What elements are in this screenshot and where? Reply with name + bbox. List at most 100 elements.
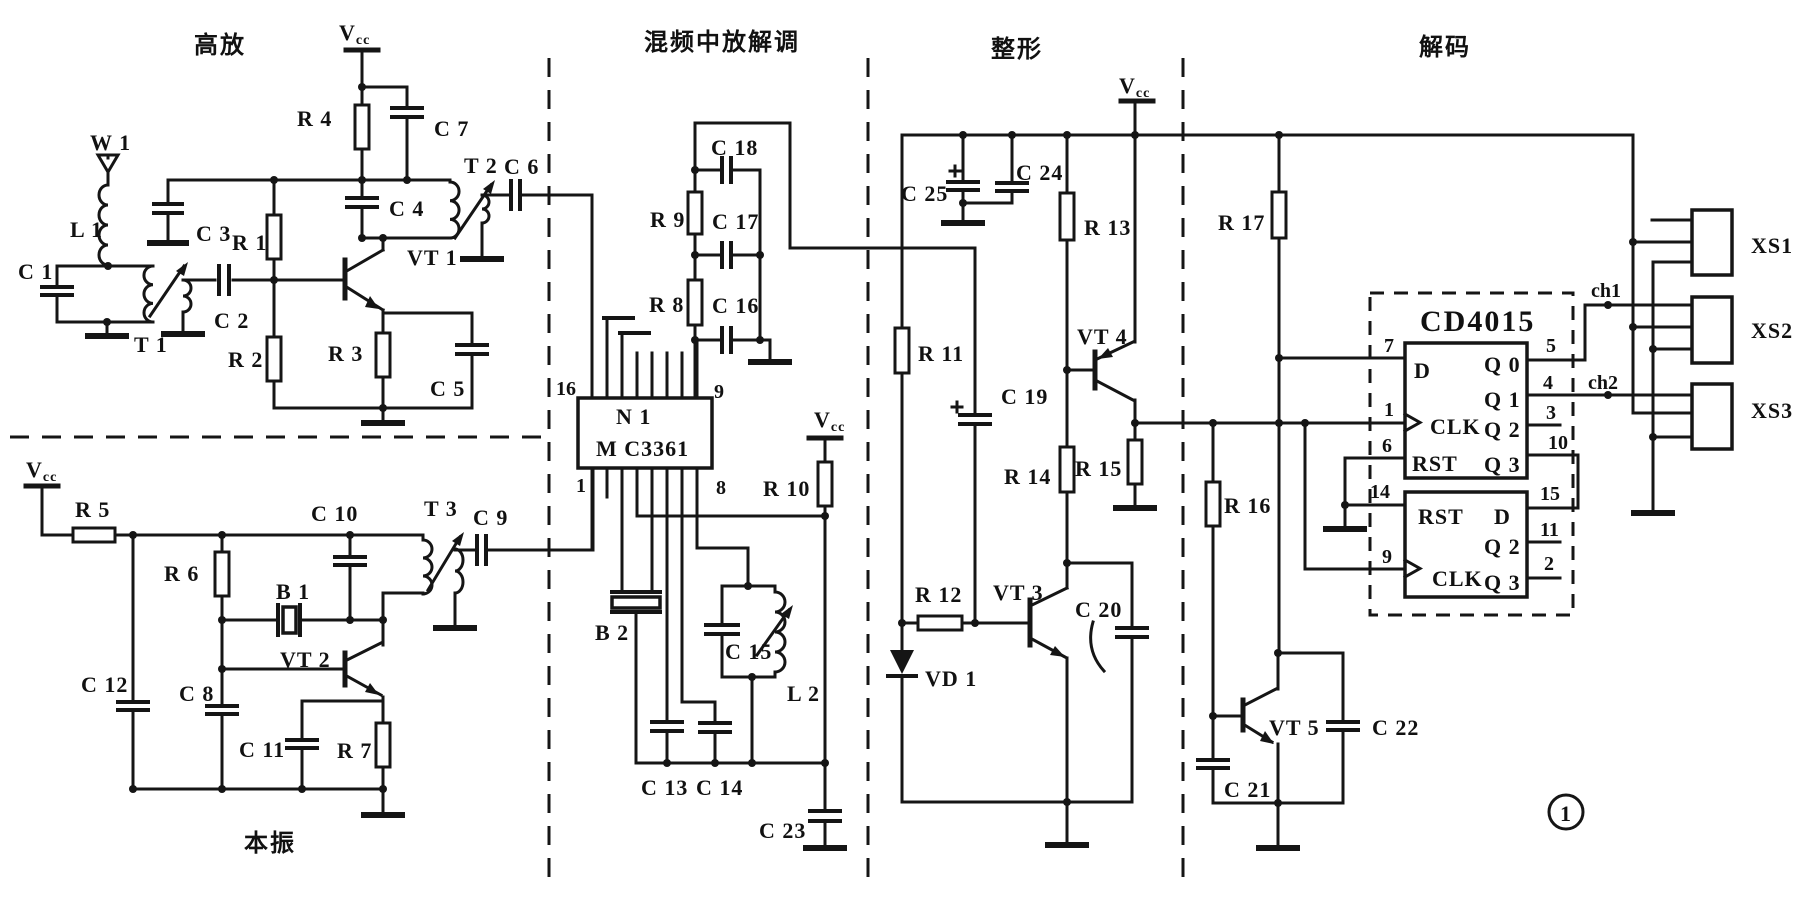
connector-xs3-box (1690, 382, 1734, 451)
t2-arrowhead (483, 180, 495, 194)
resistor-r8-body (686, 278, 704, 327)
label-r7: R 7 (337, 738, 372, 763)
resistor-r15-body (1126, 438, 1144, 486)
section-title-localosc: 本振 (244, 830, 296, 857)
cd4015-pin10: 10 (1548, 432, 1568, 454)
label-c25: C 25 (901, 181, 948, 206)
cd4015-upper-q3: Q 3 (1484, 452, 1521, 477)
capacitor-c18 (720, 156, 733, 184)
vt5-emitter-arrow (1260, 731, 1274, 744)
resistor-r14-body (1058, 445, 1076, 494)
cd4015-pin7: 7 (1384, 335, 1394, 357)
label-vt1: VT 1 (407, 245, 458, 270)
label-c1: C 1 (18, 259, 53, 284)
cd4015-pin15: 15 (1540, 483, 1560, 505)
capacitor-c21 (1196, 758, 1230, 770)
label-c15: C 15 (725, 639, 772, 664)
cd4015-pin14: 14 (1370, 481, 1390, 503)
cd4015-upper-q1: Q 1 (1484, 387, 1521, 412)
resistor-r13-body (1058, 191, 1076, 242)
label-c7: C 7 (434, 116, 469, 141)
cd4015-part: CD4015 (1420, 305, 1535, 338)
cd4015-lower-clk: CLK (1432, 566, 1483, 591)
capacitor-c1 (40, 285, 74, 297)
label-c16: C 16 (712, 293, 759, 318)
label-t3: T 3 (424, 496, 458, 521)
label-r10: R 10 (763, 476, 810, 501)
capacitor-c12 (116, 700, 150, 712)
n1-pin16: 16 (556, 378, 576, 400)
label-b2: B 2 (595, 620, 629, 645)
filter-b2-plates (610, 590, 662, 614)
shaping-section (886, 98, 1635, 848)
label-r15: R 15 (1075, 456, 1122, 481)
vt3-emitter-arrow (1050, 646, 1065, 657)
resistor-r1-body (265, 213, 283, 261)
label-c19: C 19 (1001, 384, 1048, 409)
label-vt5: VT 5 (1269, 715, 1320, 740)
vcc-label-rf: Vcc (339, 20, 370, 48)
capacitor-c24 (995, 181, 1029, 193)
ic-n1-mc3361 (576, 396, 714, 470)
inductor-l2 (773, 590, 787, 674)
label-r8: R 8 (649, 292, 684, 317)
label-ch1: ch1 (1591, 280, 1621, 302)
cd4015-upper-rst: RST (1412, 451, 1458, 476)
label-r12: R 12 (915, 582, 962, 607)
capacitor-c5 (455, 343, 489, 356)
label-c21: C 21 (1224, 777, 1271, 802)
label-vt3: VT 3 (993, 580, 1044, 605)
cd4015-upper-d: D (1414, 358, 1431, 383)
label-c17: C 17 (712, 209, 759, 234)
transformer-t2-secondary (480, 193, 491, 225)
c19-plus-sign (950, 400, 964, 414)
capacitor-c15 (704, 623, 740, 636)
figure-number: 1 (1560, 801, 1572, 826)
label-c24: C 24 (1016, 160, 1063, 185)
label-l1: L 1 (70, 217, 103, 242)
capacitor-c3 (152, 202, 184, 215)
cd4015-upper-q2: Q 2 (1484, 417, 1521, 442)
label-w1: W 1 (90, 130, 131, 155)
cd4015-pin4: 4 (1543, 372, 1553, 394)
resistor-r10-body (816, 460, 834, 508)
n1-pin9: 9 (714, 381, 724, 403)
clock-symbol-lower (1402, 557, 1424, 580)
cd4015-lower-q3: Q 3 (1484, 570, 1521, 595)
label-vt2: VT 2 (280, 647, 331, 672)
capacitor-c10 (333, 555, 367, 567)
label-c14: C 14 (696, 775, 743, 800)
resistor-r11-body (893, 326, 911, 375)
label-r9: R 9 (650, 207, 685, 232)
section-dividers (10, 58, 1185, 890)
n1-name: N 1 (616, 404, 651, 429)
vcc-label-r10: Vcc (814, 407, 845, 435)
cd4015-pin9: 9 (1382, 546, 1392, 568)
label-b1: B 1 (276, 579, 310, 604)
inductor-l1 (97, 183, 110, 267)
label-r4: R 4 (297, 106, 332, 131)
vcc-label-localosc: Vcc (26, 457, 57, 485)
resistor-r6-body (213, 550, 231, 598)
transformer-t3-primary (421, 538, 434, 596)
label-r11: R 11 (918, 341, 964, 366)
capacitor-c16 (720, 326, 733, 354)
n1-pin8: 8 (716, 477, 726, 499)
resistor-r2-body (265, 335, 283, 383)
label-xs2: XS2 (1751, 318, 1793, 343)
resistor-r7-body (374, 721, 392, 769)
label-r14: R 14 (1004, 464, 1051, 489)
label-xs3: XS3 (1751, 398, 1793, 423)
resistor-r4-body (353, 103, 371, 151)
label-r6: R 6 (164, 561, 199, 586)
cd4015-upper-register (1403, 341, 1529, 480)
label-r17: R 17 (1218, 210, 1265, 235)
resistor-r16-body (1204, 480, 1222, 528)
c20-label-leader (1089, 620, 1107, 674)
n1-top-coupling-cap (602, 316, 651, 335)
capacitor-c19 (958, 413, 992, 426)
label-c10: C 10 (311, 501, 358, 526)
capacitor-c14 (698, 721, 732, 734)
label-r3: R 3 (328, 341, 363, 366)
